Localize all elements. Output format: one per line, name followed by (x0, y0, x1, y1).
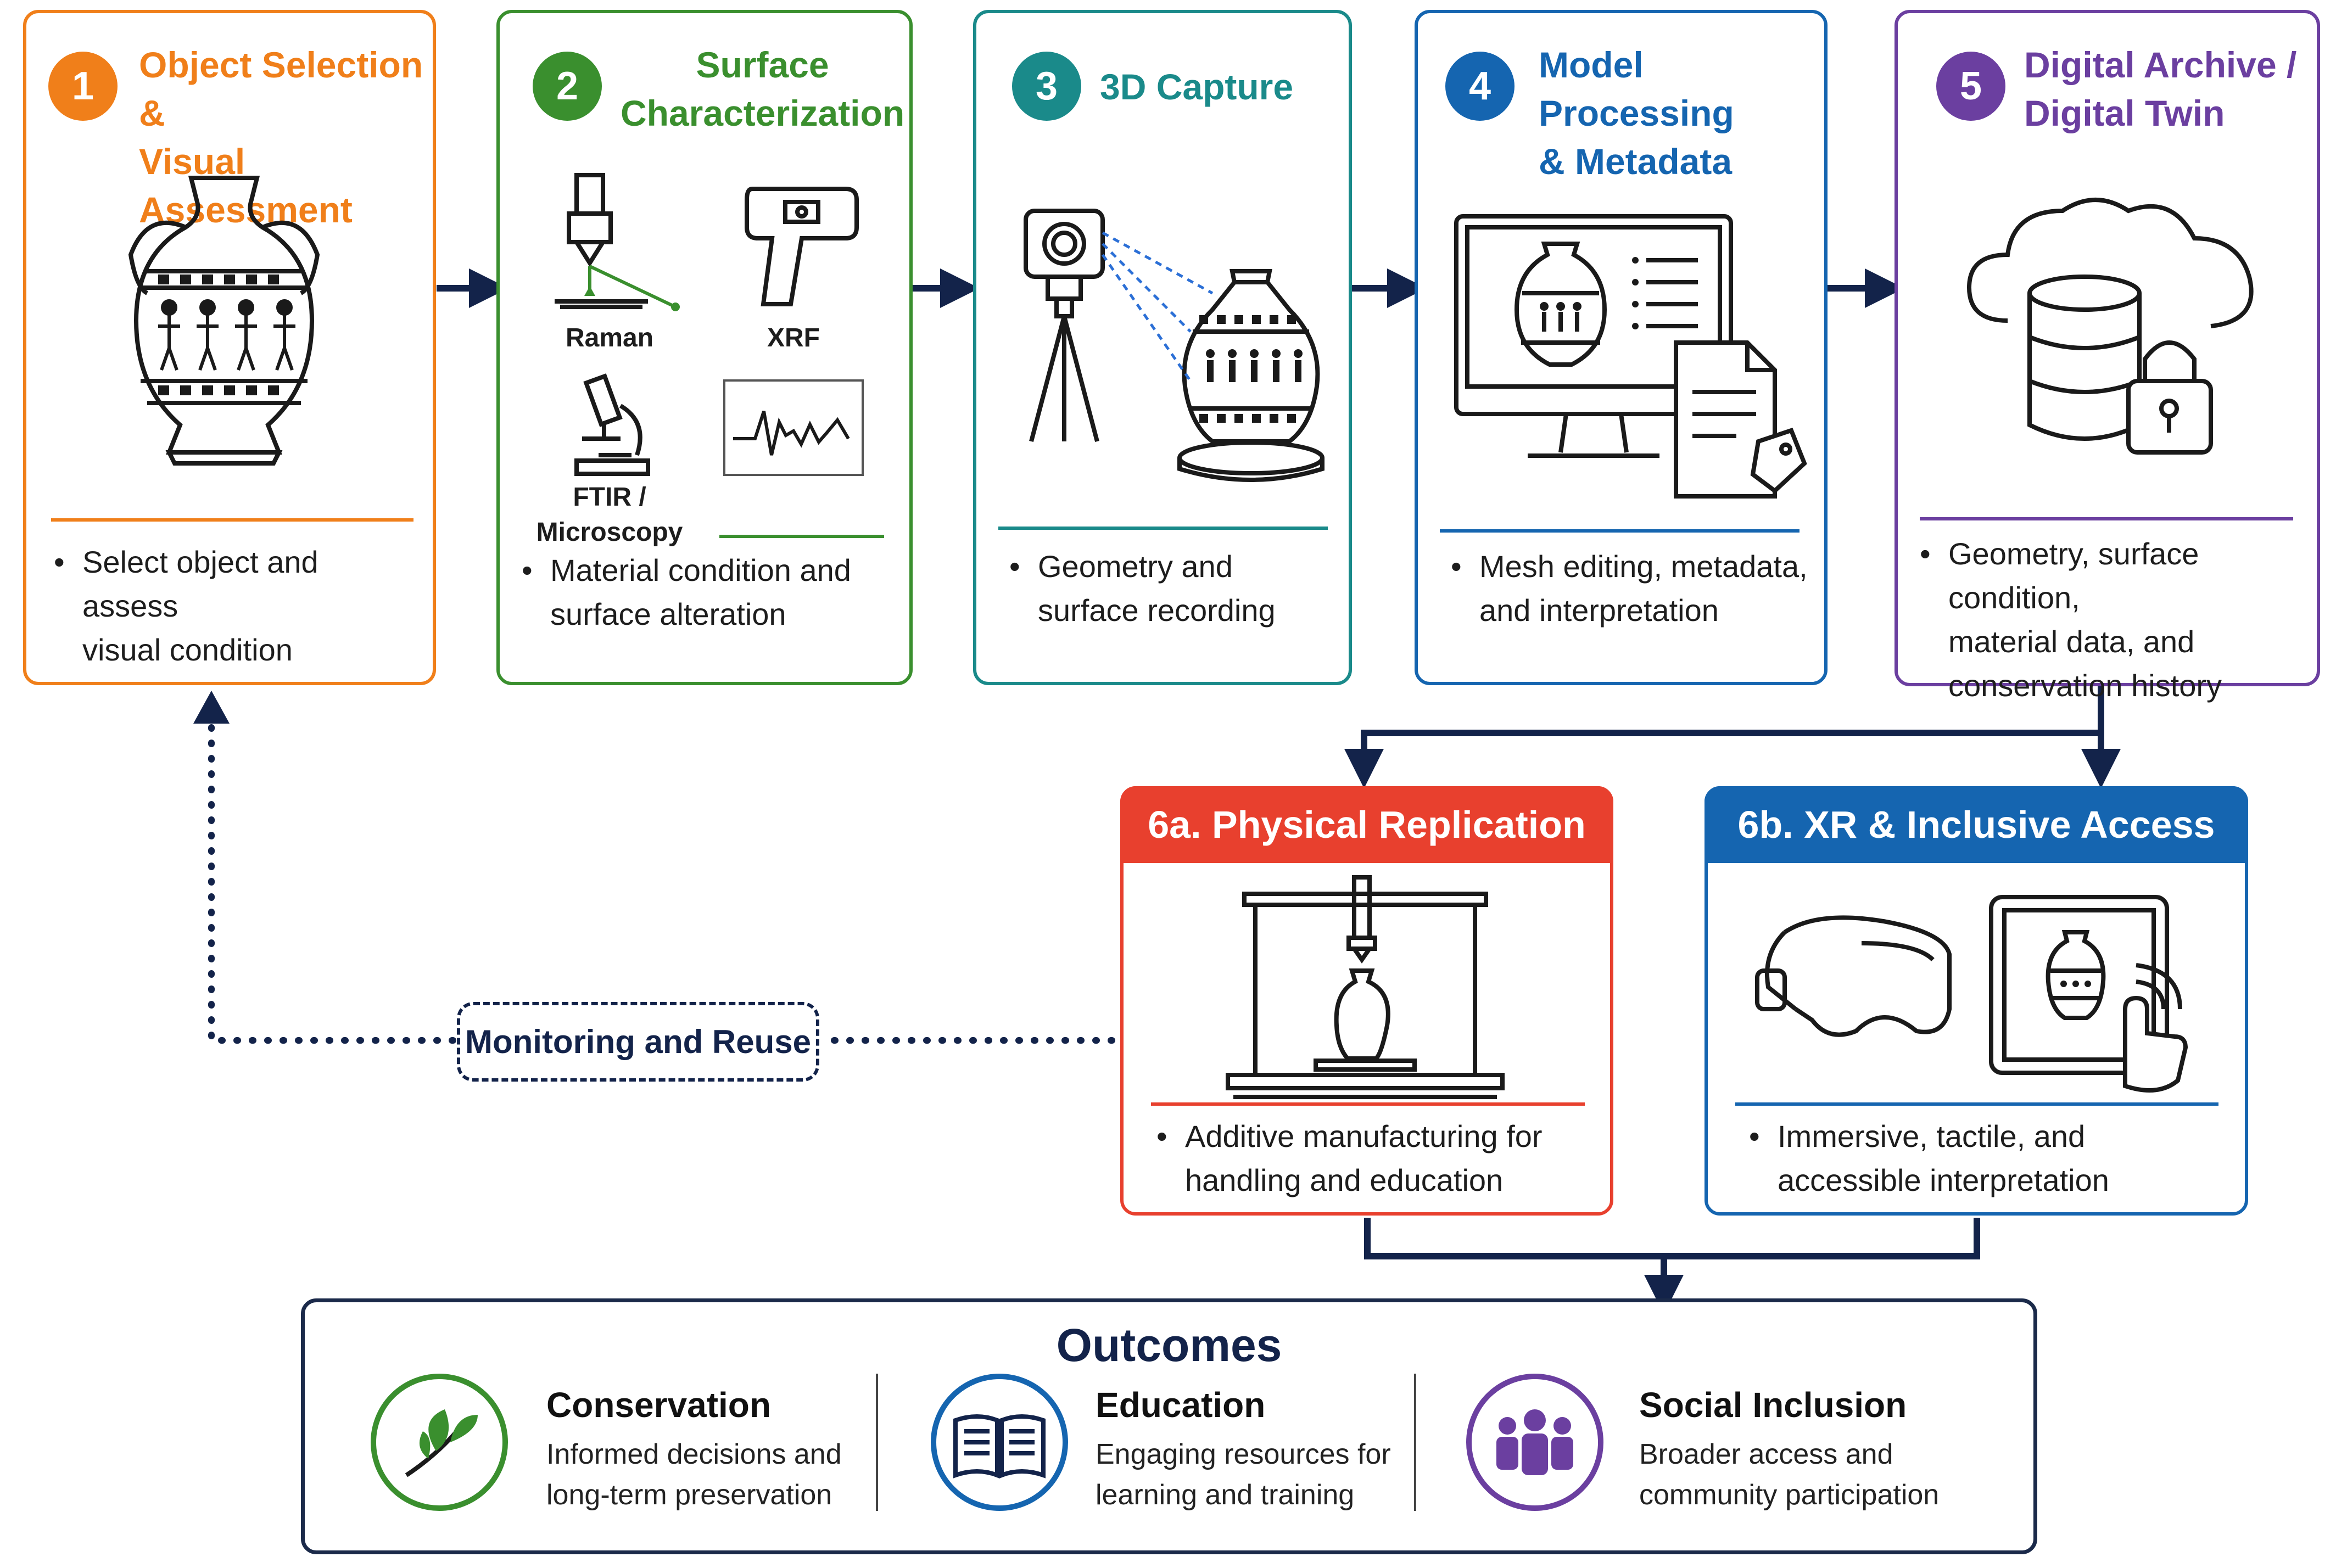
separator (998, 527, 1328, 530)
3d-printer-icon (1226, 875, 1505, 1099)
divider (1414, 1374, 1416, 1511)
separator (1735, 1102, 2218, 1106)
book-icon (931, 1374, 1068, 1511)
raman-icon (555, 173, 680, 311)
instrument-label: FTIR /Microscopy (536, 483, 683, 547)
tablet-touch-icon (1989, 895, 2188, 1093)
separator (719, 535, 884, 538)
feedback-label: Monitoring and Reuse (457, 1002, 819, 1082)
output-title: 6a. Physical Replication (1120, 786, 1613, 863)
output-6b-card: 6b. XR & Inclusive Access •Immersive, ta… (1705, 786, 2248, 1216)
instrument-label: XRF (767, 323, 820, 352)
camera-tripod-icon (1024, 209, 1325, 482)
step-1-card: 1 Object Selection &Visual Assessment •S… (23, 10, 436, 685)
output-title: 6b. XR & Inclusive Access (1705, 786, 2248, 863)
outcome-title: Conservation (546, 1385, 771, 1425)
step-badge: 4 (1445, 52, 1515, 121)
instrument-label: Raman (565, 323, 654, 352)
output-6a-card: 6a. Physical Replication •Additive manuf… (1120, 786, 1613, 1216)
cloud-database-icon (1966, 198, 2254, 455)
feedback-arrowhead (193, 691, 230, 724)
step-badge: 5 (1936, 52, 2005, 121)
vase-icon (128, 176, 320, 466)
step-title: Model Processing& Metadata (1539, 44, 1734, 182)
separator (1440, 529, 1799, 533)
step-title: Object Selection &Visual Assessment (139, 44, 423, 230)
spectrum-chart-icon (723, 379, 864, 476)
step-badge: 2 (533, 52, 602, 121)
step-badge: 3 (1012, 52, 1081, 121)
separator (1151, 1102, 1585, 1106)
outcome-title: Education (1096, 1385, 1266, 1425)
divider (876, 1374, 878, 1511)
outcomes-panel: Outcomes Conservation Informed decisions… (301, 1298, 2037, 1554)
leaf-icon (371, 1374, 508, 1511)
step-5-card: 5 Digital Archive /Digital Twin •Geometr… (1894, 10, 2320, 703)
merge-connector (1364, 1218, 1980, 1259)
outcomes-heading: Outcomes (1056, 1319, 1282, 1371)
step-badge: 1 (48, 52, 118, 121)
step-title: Digital Archive /Digital Twin (2024, 44, 2297, 133)
step-bullet: •Geometry, surface condition,material da… (1920, 536, 2222, 703)
branch-connector (1344, 686, 2104, 788)
separator (1920, 517, 2293, 520)
microscope-icon (574, 373, 650, 476)
vr-headset-icon (1755, 915, 1952, 1037)
separator (51, 518, 413, 522)
xrf-icon (745, 187, 859, 306)
step-bullet: •Mesh editing, metadata,and interpretati… (1451, 549, 1808, 628)
computer-model-icon (1454, 214, 1807, 499)
step-title: 3D Capture (1100, 66, 1294, 107)
step-4-card: 4 Model Processing& Metadata •Mesh editi… (1415, 10, 1828, 685)
people-icon (1466, 1374, 1603, 1511)
outcome-title: Social Inclusion (1639, 1385, 1907, 1425)
